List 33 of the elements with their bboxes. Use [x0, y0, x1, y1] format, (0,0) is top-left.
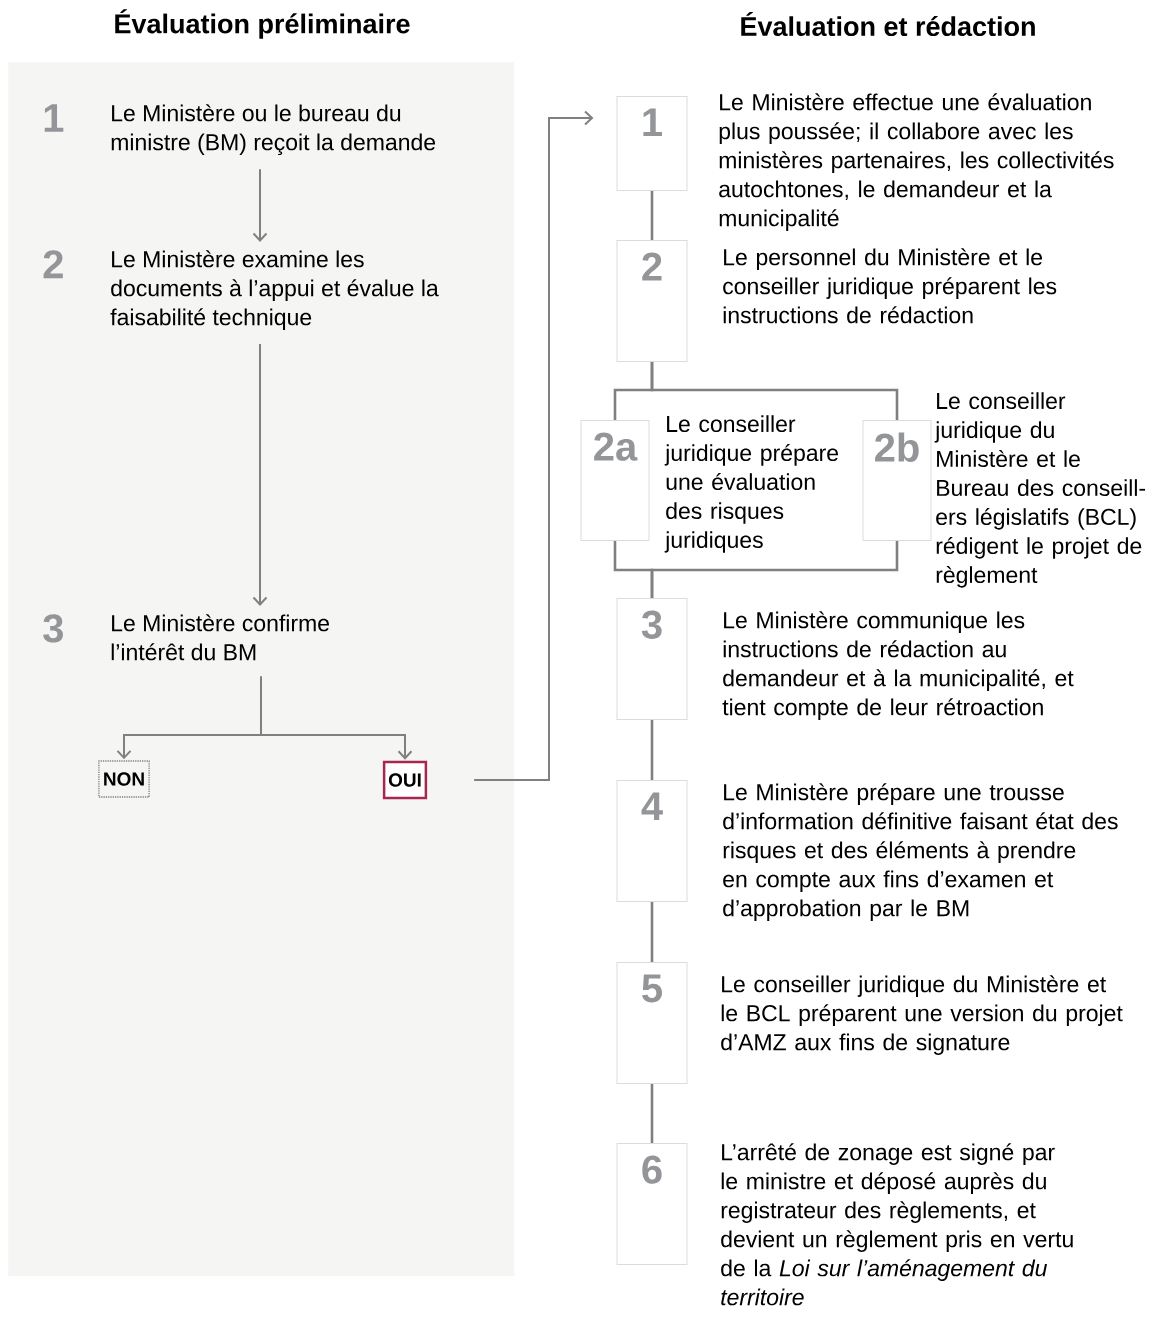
arrow	[252, 343, 268, 606]
step-item: 1 Le Ministère ou le bureau du ministre (BM) reçoit la demande	[44, 104, 436, 155]
step-number-box: 4	[616, 780, 688, 902]
step-description: L’arrêté de zonage est signé par le ministre et déposé auprès du registrateur des règlements, et devient un règlement pris en vertu de la Loi sur l’aménagement du territoire	[721, 1143, 1073, 1306]
step-description: Le conseiller juridique du Ministère et le BCL préparent une version du projet d’AMZ aux fins de signature	[721, 975, 1123, 1055]
option-box: OUI	[382, 760, 428, 800]
connector-line	[650, 541, 899, 598]
arrow	[260, 675, 413, 760]
panel-heading: Évaluation préliminaire	[115, 9, 410, 39]
step-description: Le Ministère prépare une trousse d’information définitive faisant état des risques et des éléments à prendre en compte aux fins d’examen et d’approbation par le BM	[723, 783, 1118, 921]
step-item: 3 Le Ministère confirme l’intérêt du BM	[43, 614, 329, 661]
connector-line	[650, 902, 654, 962]
step-number-box: 2a	[580, 420, 650, 541]
step-number-box: 5	[616, 962, 688, 1084]
step-number-box: 2b	[862, 420, 932, 541]
connector-line	[650, 720, 654, 780]
connector-line	[650, 362, 899, 420]
step-number-box: 1	[616, 96, 688, 191]
step-number-box: 6	[616, 1143, 688, 1265]
step-description: Le personnel du Ministère et le conseiller juridique préparent les instructions de rédaction	[723, 248, 1057, 324]
column-heading: Évaluation et rédaction	[741, 11, 1035, 37]
arrow	[473, 110, 594, 781]
connector-line	[650, 1084, 654, 1143]
arrow	[252, 168, 268, 242]
step-description: Le Ministère effectue une évaluation plus poussée; il collabore avec les ministères partenaires, les collectivités autochtones, le demandeur et la municipalité	[719, 93, 1114, 231]
connector-line	[650, 191, 654, 240]
option-box: NON	[98, 760, 150, 798]
step-description: Le conseiller juridique prépare une évaluation des risques juridiques	[664, 415, 839, 553]
step-item: 2 Le Ministère examine les documents à l’appui et évalue la faisabilité technique	[43, 250, 439, 330]
step-number-box: 3	[616, 598, 688, 720]
step-description: Le conseiller juridique du Ministère et le Bureau des conseill-ers législatifs (BCL) rédigent le projet de règlement	[934, 392, 1146, 588]
step-number-box: 2	[616, 240, 688, 362]
step-description: Le Ministère communique les instructions de rédaction au demandeur et à la municipalité, et tient compte de leur rétroaction	[722, 611, 1074, 720]
